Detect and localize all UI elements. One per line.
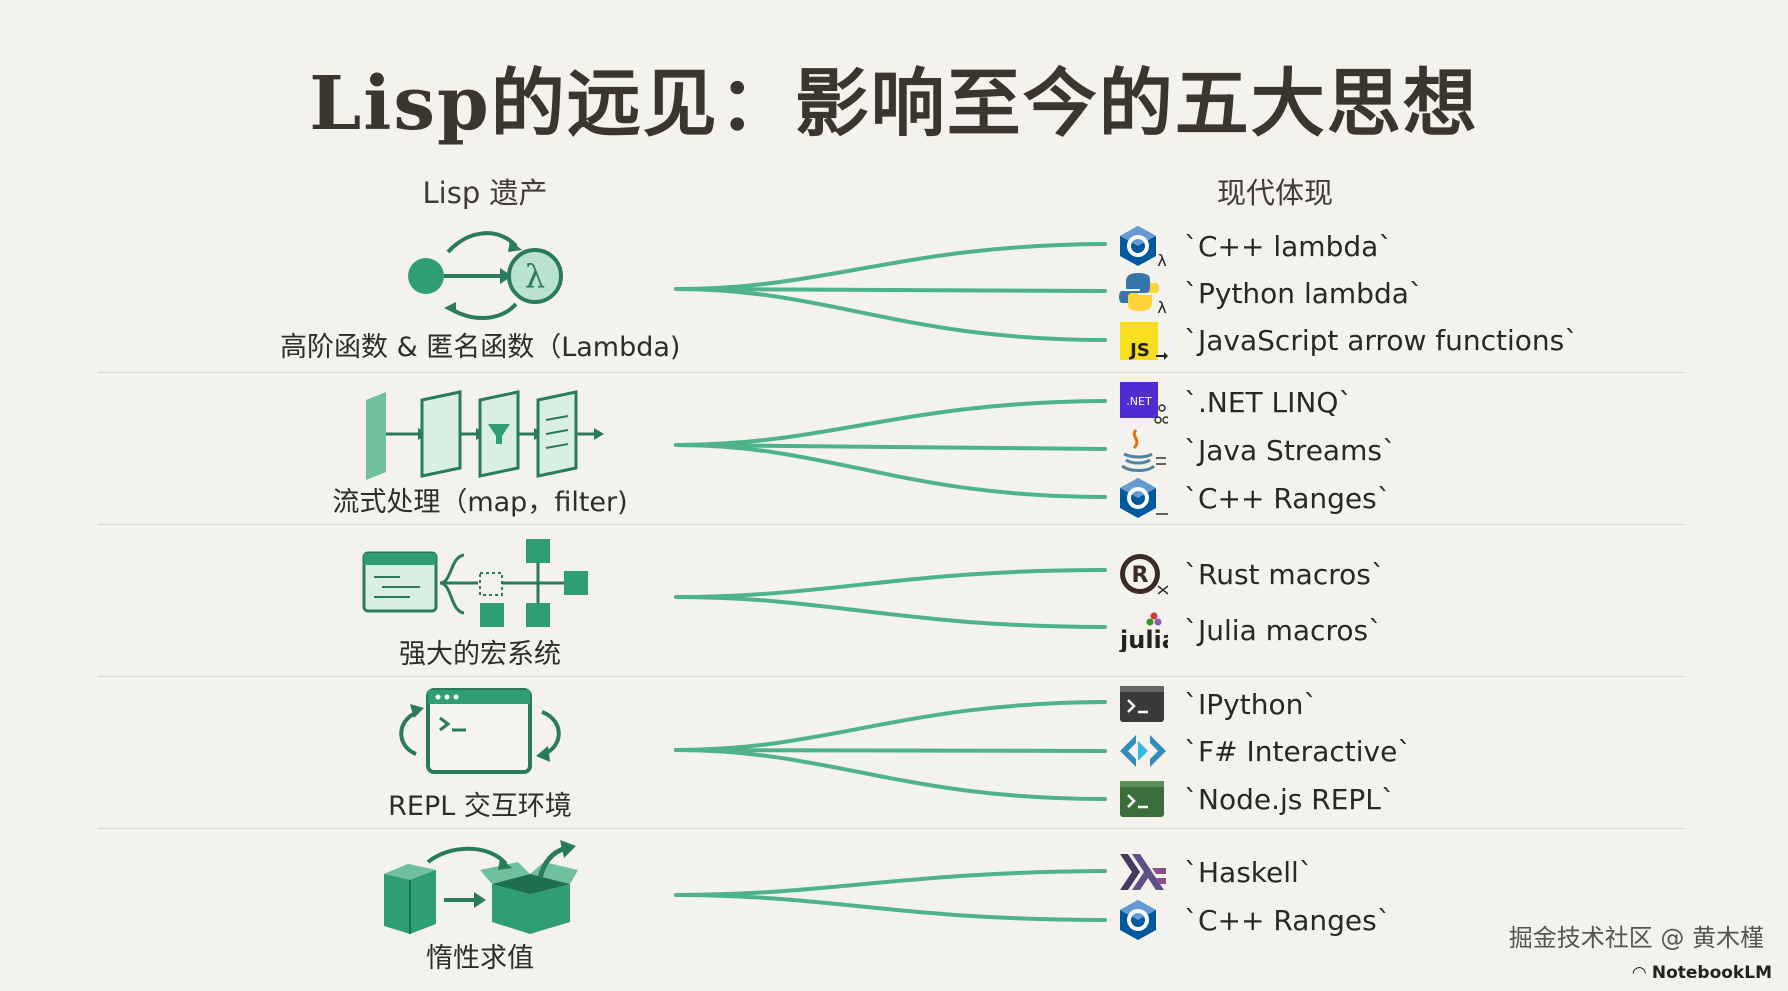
nodejs-terminal-icon bbox=[1118, 777, 1168, 821]
connector-line bbox=[674, 869, 1107, 897]
tech-label: `F# Interactive` bbox=[1184, 734, 1412, 768]
julia-macros-icon: julia bbox=[1118, 608, 1178, 654]
svg-text:λ: λ bbox=[1157, 298, 1166, 315]
watermark: 掘金技术社区 @ 黄木槿 bbox=[1508, 924, 1764, 952]
connector-line bbox=[674, 700, 1107, 752]
row-divider bbox=[98, 372, 1684, 373]
tech-item-cpp-ranges-lazy: `C++ Ranges` bbox=[1118, 898, 1391, 942]
tech-label: `C++ lambda` bbox=[1184, 229, 1393, 263]
page-title: Lisp的远见：影响至今的五大思想 bbox=[309, 61, 1479, 147]
connector-line bbox=[674, 287, 1107, 293]
repl-window-icon bbox=[399, 688, 561, 774]
column-header-lisp-legacy: Lisp 遗产 bbox=[422, 176, 548, 210]
cpp-icon bbox=[1118, 898, 1168, 942]
tech-label: `C++ Ranges` bbox=[1184, 903, 1391, 937]
connector-line bbox=[674, 748, 1107, 753]
julia-text: julia bbox=[1119, 626, 1168, 652]
row-label-repl: REPL 交互环境 bbox=[388, 791, 572, 822]
row-label-lambda: 高阶函数 & 匿名函数（Lambda) bbox=[280, 332, 681, 363]
tech-label: `Rust macros` bbox=[1184, 557, 1385, 591]
row-divider bbox=[98, 828, 1684, 829]
tech-label: `IPython` bbox=[1184, 687, 1318, 721]
tech-label: `Haskell` bbox=[1184, 855, 1313, 889]
connector-line bbox=[674, 399, 1107, 447]
tech-item-ipython: `IPython` bbox=[1118, 682, 1317, 726]
tech-label: `C++ Ranges` bbox=[1184, 481, 1391, 515]
connector-line bbox=[674, 242, 1107, 291]
lambda-flow-icon: λ bbox=[408, 231, 563, 321]
cpp-ranges-icon bbox=[1118, 476, 1168, 520]
python-lambda-icon: λ bbox=[1118, 271, 1168, 317]
lazy-box-icon bbox=[384, 840, 578, 934]
connector-line bbox=[674, 443, 1107, 451]
tech-label: `Node.js REPL` bbox=[1184, 782, 1395, 816]
tech-item-javascript: JS `JavaScript arrow functions` bbox=[1118, 318, 1578, 362]
tech-item-dotnet-linq: .NET `.NET LINQ` bbox=[1118, 380, 1352, 424]
tech-item-java-streams: `Java Streams` bbox=[1118, 428, 1396, 472]
tech-item-cpp-lambda: λ `C++ lambda` bbox=[1118, 224, 1393, 270]
java-streams-icon bbox=[1118, 428, 1168, 472]
row-divider bbox=[98, 524, 1684, 525]
tech-label: `.NET LINQ` bbox=[1184, 385, 1353, 419]
js-text: JS bbox=[1128, 340, 1150, 361]
connector-line bbox=[674, 287, 1107, 342]
row-label-stream: 流式处理（map，filter) bbox=[332, 487, 628, 518]
haskell-icon bbox=[1118, 850, 1168, 894]
tech-item-haskell: `Haskell` bbox=[1118, 850, 1313, 894]
tech-item-python-lambda: λ `Python lambda` bbox=[1118, 271, 1423, 317]
svg-text:λ: λ bbox=[1157, 251, 1166, 268]
javascript-arrow-icon: JS bbox=[1118, 318, 1168, 362]
connector-line bbox=[674, 568, 1107, 599]
brand-text: NotebookLM bbox=[1651, 963, 1772, 983]
brand-logo: ◠ NotebookLM bbox=[1633, 963, 1772, 983]
connector-line bbox=[674, 595, 1107, 629]
rust-macros-icon: R bbox=[1118, 552, 1169, 596]
row-divider bbox=[98, 676, 1684, 677]
stream-pipeline-icon bbox=[366, 390, 604, 480]
net-text: .NET bbox=[1126, 395, 1152, 408]
tech-item-julia-macros: julia `Julia macros` bbox=[1118, 608, 1383, 654]
row-label-macro: 强大的宏系统 bbox=[399, 639, 561, 670]
tech-label: `Python lambda` bbox=[1184, 276, 1423, 310]
row-label-lazy: 惰性求值 bbox=[426, 943, 534, 974]
tech-label: `Julia macros` bbox=[1184, 613, 1383, 647]
notebooklm-icon: ◠ bbox=[1632, 963, 1646, 983]
connector-line bbox=[674, 443, 1107, 499]
tech-label: `Java Streams` bbox=[1184, 433, 1396, 467]
svg-text:λ: λ bbox=[525, 257, 545, 295]
ipython-terminal-icon bbox=[1118, 682, 1168, 726]
svg-text:R: R bbox=[1132, 563, 1149, 588]
connector-line bbox=[674, 748, 1107, 801]
tech-item-rust-macros: R `Rust macros` bbox=[1118, 552, 1385, 596]
macro-system-icon bbox=[362, 539, 588, 627]
tech-label: `JavaScript arrow functions` bbox=[1184, 323, 1579, 357]
tech-item-cpp-ranges: `C++ Ranges` bbox=[1118, 476, 1391, 520]
cpp-lambda-icon: λ bbox=[1118, 224, 1168, 270]
dotnet-linq-icon: .NET bbox=[1118, 380, 1170, 424]
tech-item-nodejs-repl: `Node.js REPL` bbox=[1118, 777, 1395, 821]
tech-item-fsharp: `F# Interactive` bbox=[1118, 729, 1411, 773]
fsharp-icon bbox=[1118, 729, 1168, 773]
column-header-modern: 现代体现 bbox=[1216, 176, 1333, 210]
connector-line bbox=[674, 893, 1107, 922]
